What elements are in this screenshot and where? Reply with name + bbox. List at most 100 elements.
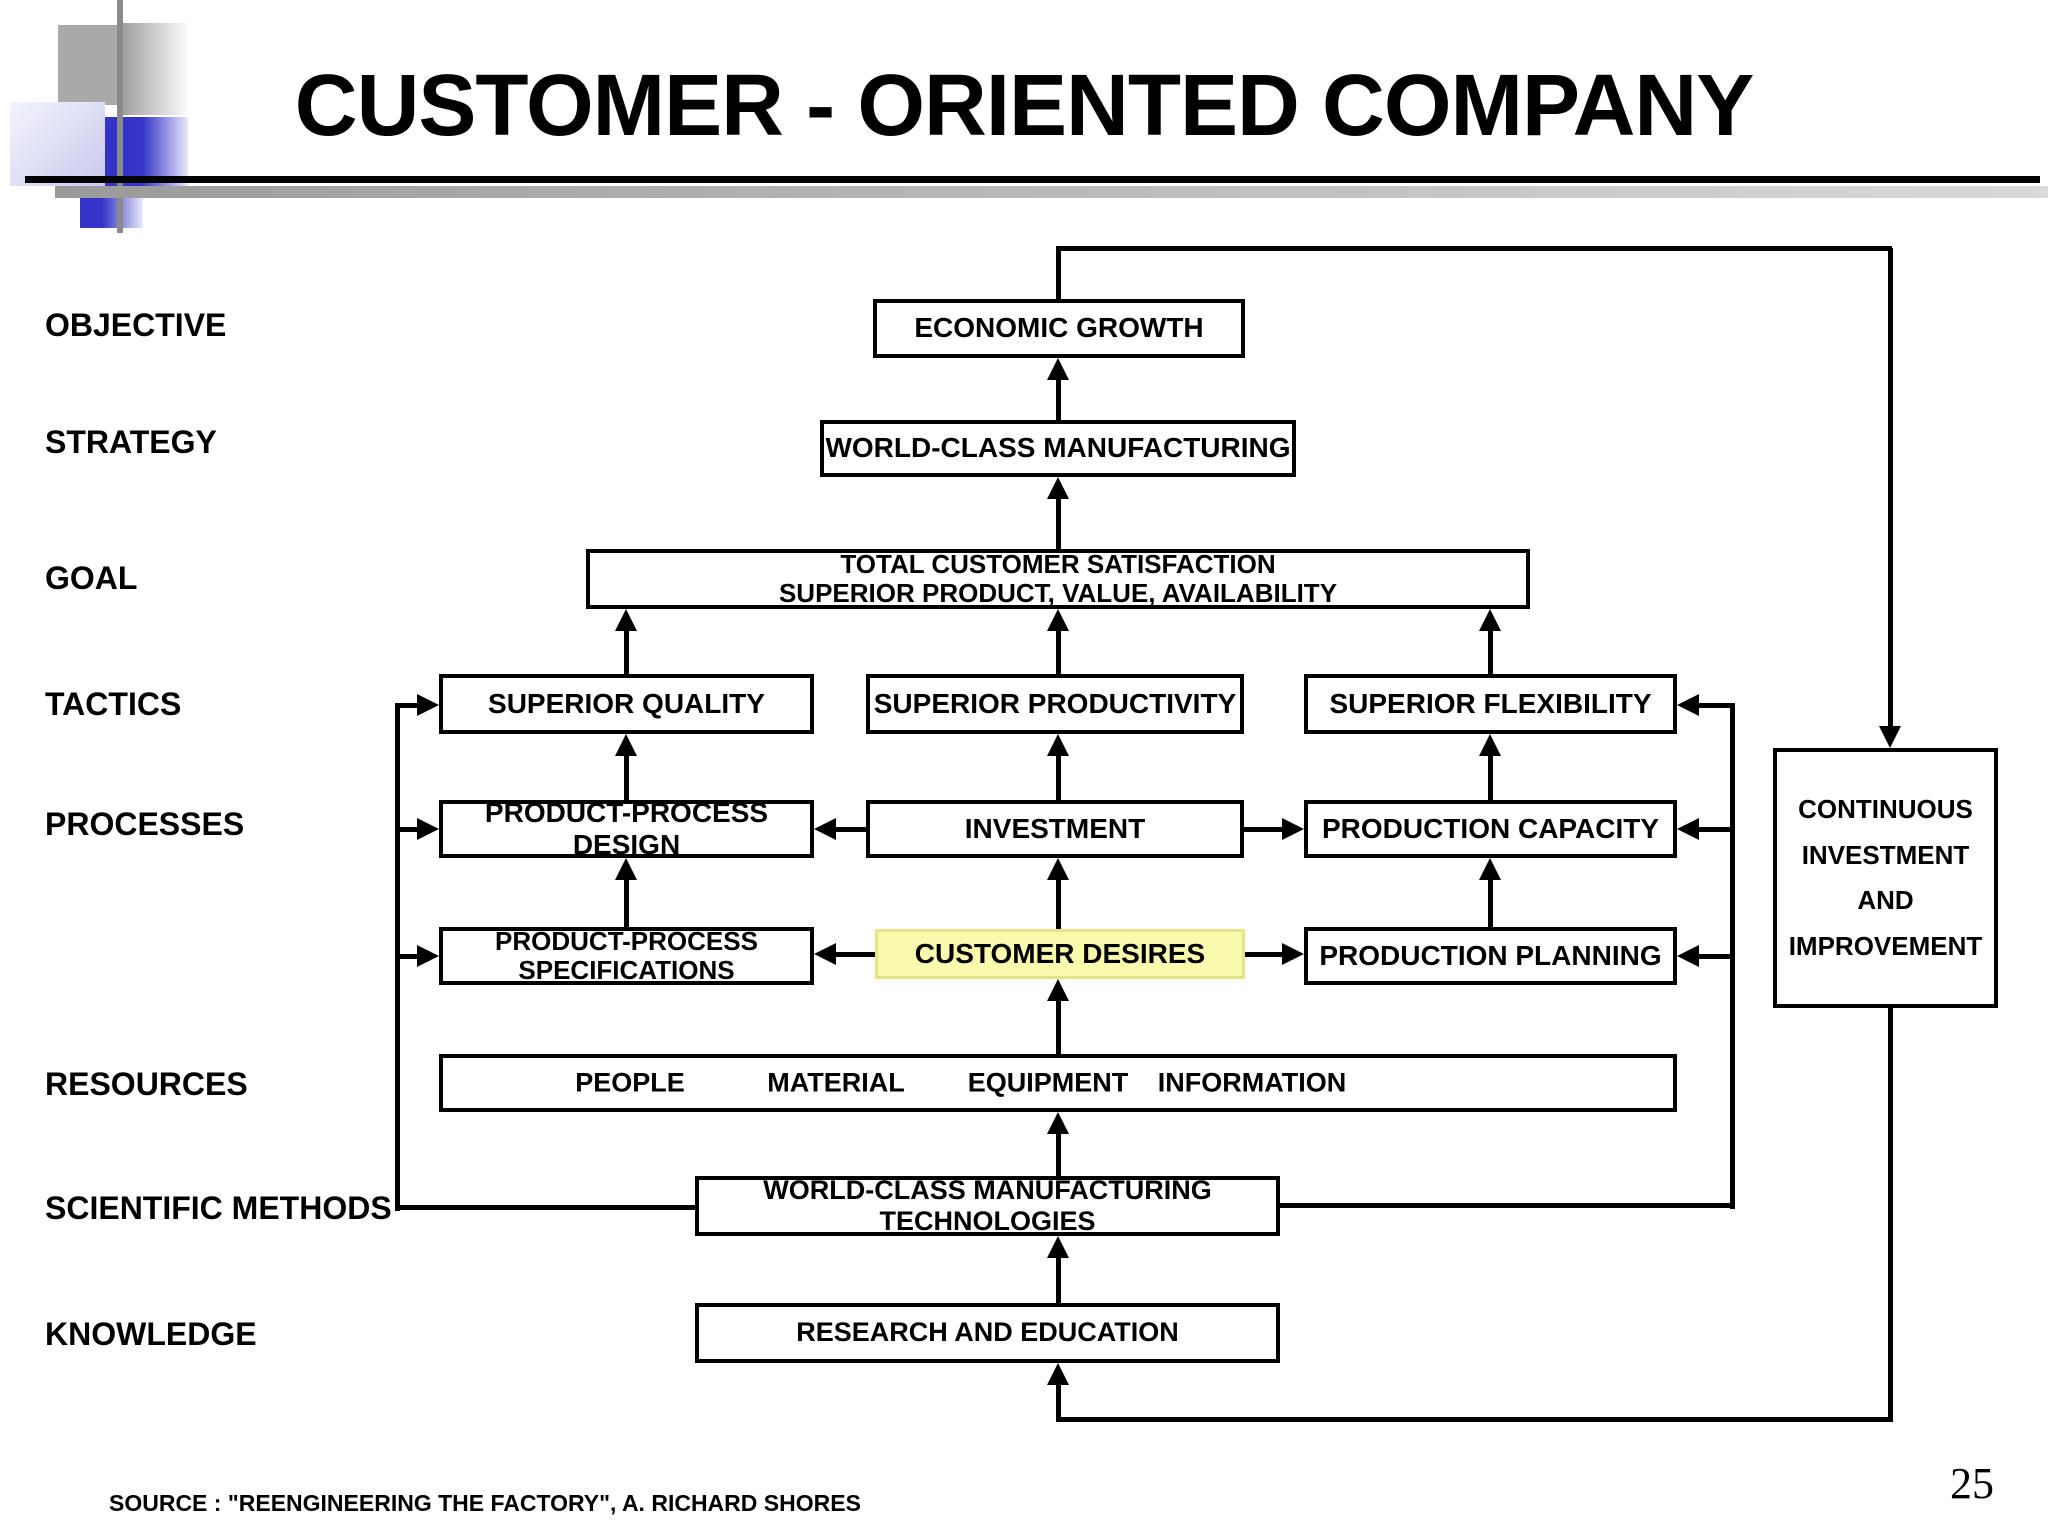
box-investment: INVESTMENT	[866, 800, 1244, 858]
box-superior-quality: SUPERIOR QUALITY	[439, 674, 814, 734]
page-number: 25	[1950, 1459, 1994, 1508]
arrow-line-flexibility-to-total	[1488, 625, 1493, 674]
box-product-process-specifications-line2: SPECIFICATIONS	[518, 955, 735, 985]
box-superior-productivity: SUPERIOR PRODUCTIVITY	[866, 674, 1244, 734]
right-feedback-vertical-line	[1730, 703, 1735, 1209]
arrowhead-loop-to-continuous-box	[1879, 726, 1901, 748]
arrowhead-feedback-to-quality	[417, 694, 439, 716]
arrow-line-feedback-to-capacity	[1693, 827, 1732, 832]
box-product-process-design-label: PRODUCT-PROCESS DESIGN	[484, 796, 769, 860]
row-label-tactics: TACTICS	[45, 686, 182, 722]
box-continuous-investment-improvement: CONTINUOUS INVESTMENT AND IMPROVEMENT	[1773, 748, 1998, 1008]
arrow-line-productivity-to-total	[1056, 625, 1061, 674]
arrow-line-desires-to-specifications	[830, 952, 875, 957]
arrowhead-quality-to-total	[615, 609, 637, 631]
resources-item-equipment: EQUIPMENT	[967, 1067, 1129, 1098]
row-label-goal: GOAL	[45, 560, 138, 596]
box-superior-productivity-label: SUPERIOR PRODUCTIVITY	[873, 687, 1237, 719]
title-underline-shadow	[55, 186, 2048, 198]
bottom-loop-vertical-line	[1888, 1008, 1893, 1422]
row-label-resources: RESOURCES	[45, 1066, 248, 1102]
arrow-line-feedback-to-planning	[1693, 954, 1732, 959]
page-title: CUSTOMER - ORIENTED COMPANY	[294, 57, 1755, 154]
arrow-line-total-to-wcm	[1056, 493, 1061, 549]
decor-blue-square-small	[80, 197, 143, 228]
arrowhead-productivity-to-total	[1047, 609, 1069, 631]
box-total-customer-satisfaction-line1: TOTAL CUSTOMER SATISFACTION	[840, 548, 1276, 579]
arrowhead-resources-to-desires	[1047, 979, 1069, 1001]
top-loop-vertical-line	[1888, 248, 1893, 728]
box-production-planning-label: PRODUCTION PLANNING	[1319, 939, 1662, 971]
arrowhead-investment-to-capacity	[1282, 818, 1304, 840]
arrowhead-desires-to-specifications	[814, 943, 836, 965]
box-continuous-line2: INVESTMENT	[1801, 839, 1970, 870]
arrowhead-flexibility-to-total	[1479, 609, 1501, 631]
bottom-loop-horizontal-line	[1056, 1417, 1892, 1422]
arrow-line-desires-to-investment	[1056, 874, 1061, 929]
box-superior-quality-label: SUPERIOR QUALITY	[488, 687, 765, 719]
box-economic-growth-label: ECONOMIC GROWTH	[914, 312, 1204, 344]
arrow-line-desires-to-planning	[1245, 952, 1288, 957]
arrowhead-feedback-to-specifications	[417, 945, 439, 967]
row-label-scientific-methods: SCIENTIFIC METHODS	[45, 1190, 392, 1226]
arrow-line-investment-to-productivity	[1056, 750, 1061, 800]
left-feedback-bottom-connector	[395, 1205, 697, 1210]
arrow-line-investment-to-design	[830, 827, 866, 832]
title-underline	[25, 176, 2040, 183]
arrow-line-research-to-wcmtech	[1056, 1252, 1061, 1303]
box-production-planning: PRODUCTION PLANNING	[1304, 927, 1677, 985]
box-economic-growth: ECONOMIC GROWTH	[873, 299, 1245, 358]
arrowhead-feedback-to-planning	[1677, 945, 1699, 967]
row-label-objective: OBJECTIVE	[45, 307, 227, 343]
box-superior-flexibility: SUPERIOR FLEXIBILITY	[1304, 674, 1677, 734]
arrow-line-planning-to-capacity	[1488, 874, 1493, 927]
box-research-and-education: RESEARCH AND EDUCATION	[695, 1303, 1280, 1363]
resources-item-people: PEOPLE	[575, 1067, 685, 1098]
arrowhead-desires-to-planning	[1282, 943, 1304, 965]
top-loop-horizontal-line	[1056, 246, 1892, 251]
arrowhead-feedback-to-design	[417, 818, 439, 840]
arrowhead-design-to-quality	[615, 734, 637, 756]
arrowhead-investment-to-productivity	[1047, 734, 1069, 756]
box-continuous-line1: CONTINUOUS	[1798, 794, 1973, 824]
box-product-process-specifications: PRODUCT-PROCESS SPECIFICATIONS	[439, 926, 814, 985]
arrowhead-total-to-wcm	[1047, 477, 1069, 499]
arrowhead-planning-to-capacity	[1479, 858, 1501, 880]
box-customer-desires-label: CUSTOMER DESIRES	[914, 937, 1206, 969]
resources-item-information: INFORMATION	[1157, 1067, 1347, 1098]
row-label-processes: PROCESSES	[45, 806, 245, 842]
box-total-customer-satisfaction: TOTAL CUSTOMER SATISFACTION SUPERIOR PRO…	[586, 549, 1530, 609]
arrow-line-design-to-quality	[624, 750, 629, 800]
arrow-line-wcmtech-to-resources	[1056, 1128, 1061, 1176]
row-label-knowledge: KNOWLEDGE	[45, 1316, 257, 1352]
arrow-line-specs-to-design	[624, 874, 629, 927]
arrow-line-feedback-to-research	[1056, 1379, 1061, 1421]
arrowhead-feedback-to-research	[1047, 1363, 1069, 1385]
top-loop-stub-from-economic-growth	[1056, 248, 1061, 299]
arrow-line-quality-to-total	[624, 625, 629, 674]
arrowhead-desires-to-investment	[1047, 858, 1069, 880]
box-product-process-design: PRODUCT-PROCESS DESIGN	[439, 796, 814, 860]
right-feedback-bottom-connector	[1280, 1203, 1735, 1208]
arrow-line-wcm-to-economic-growth	[1056, 374, 1061, 420]
arrowhead-research-to-wcmtech	[1047, 1236, 1069, 1258]
box-wcm-technologies: WORLD-CLASS MANUFACTURING TECHNOLOGIES	[695, 1175, 1280, 1236]
arrowhead-feedback-to-capacity	[1677, 818, 1699, 840]
arrowhead-wcmtech-to-resources	[1047, 1112, 1069, 1134]
arrow-line-feedback-to-specifications	[395, 954, 421, 959]
box-continuous-line4: IMPROVEMENT	[1788, 930, 1983, 961]
arrowhead-capacity-to-flexibility	[1479, 734, 1501, 756]
box-continuous-line3: AND	[1857, 885, 1914, 915]
box-world-class-manufacturing: WORLD-CLASS MANUFACTURING	[820, 420, 1296, 477]
box-customer-desires: CUSTOMER DESIRES	[875, 929, 1245, 979]
decor-vertical-line	[117, 0, 123, 233]
arrow-line-feedback-to-quality	[395, 703, 421, 708]
arrowhead-specs-to-design	[615, 858, 637, 880]
decor-gradient-square	[120, 23, 190, 115]
box-total-customer-satisfaction-line2: SUPERIOR PRODUCT, VALUE, AVAILABILITY	[778, 578, 1338, 608]
box-production-capacity-label: PRODUCTION CAPACITY	[1321, 812, 1660, 844]
arrow-line-feedback-to-flexibility	[1693, 703, 1732, 708]
source-note: SOURCE : "REENGINEERING THE FACTORY", A.…	[109, 1490, 861, 1516]
arrow-line-capacity-to-flexibility	[1488, 750, 1493, 800]
